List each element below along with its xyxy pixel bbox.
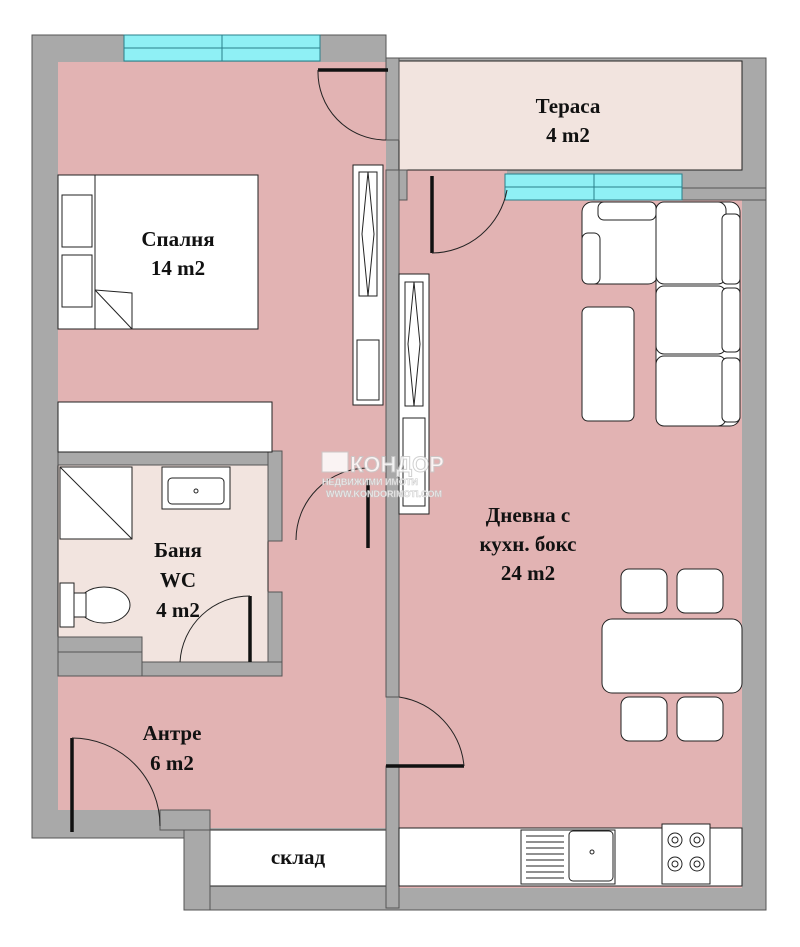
interior-walls	[57, 57, 767, 911]
wall-living-left	[385, 169, 400, 698]
windows	[123, 34, 683, 201]
bedroom-furniture	[57, 164, 384, 453]
bedroom-area: 14 m2	[151, 256, 205, 280]
storage-name: склад	[271, 845, 326, 869]
watermark: КОНДОР НЕДВИЖИМИ ИМОТИ WWW.KONDORIMOTI.C…	[321, 451, 444, 499]
watermark-tagline: НЕДВИЖИМИ ИМОТИ	[322, 477, 418, 487]
wall-bath-corner	[57, 651, 143, 677]
living-name: Дневна с	[486, 503, 570, 527]
wall-bath-bottom	[141, 661, 283, 677]
bathroom-area: 4 m2	[156, 598, 200, 622]
chair-1	[620, 568, 668, 614]
pillow-bottom	[61, 254, 93, 308]
drawer-bedroom	[356, 339, 380, 401]
bedroom-name: Спалня	[141, 227, 214, 251]
watermark-url: WWW.KONDORIMOTI.COM	[326, 489, 442, 499]
logo-icon	[321, 451, 349, 473]
living-name2: кухн. бокс	[479, 532, 576, 556]
wall-bath-right	[267, 450, 283, 542]
wall-storage-left	[159, 809, 211, 831]
wall-living-left-lower	[385, 765, 400, 909]
terrace-area: 4 m2	[546, 123, 590, 147]
bathroom-name2: WC	[160, 568, 196, 592]
coffee-table	[581, 306, 635, 422]
wardrobe	[57, 401, 273, 453]
hall-right-floor	[282, 462, 386, 828]
bathroom-name: Баня	[154, 538, 202, 562]
pillow-top	[61, 194, 93, 248]
wall-terrace-bottom-mid	[430, 188, 507, 200]
dining-table	[601, 618, 743, 694]
drawer-living	[402, 417, 426, 507]
chair-4	[676, 696, 724, 742]
wall-terrace-bottom	[398, 169, 408, 201]
living-furniture	[398, 201, 743, 887]
toilet-tank	[59, 582, 75, 628]
hall-name: Антре	[143, 721, 202, 745]
doors	[70, 68, 508, 832]
watermark-brand: КОНДОР	[350, 452, 444, 477]
chair-2	[676, 568, 724, 614]
living-area: 24 m2	[501, 561, 555, 585]
hall-area: 6 m2	[150, 751, 194, 775]
wall-bath-top	[57, 450, 283, 466]
wall-corridor	[385, 57, 400, 141]
bathroom-fixtures	[59, 466, 231, 628]
stove	[661, 823, 711, 885]
terrace-name: Тераса	[536, 94, 601, 118]
wall-storage-left2	[183, 829, 211, 911]
chair-3	[620, 696, 668, 742]
room-labels: Тераса 4 m2 Спалня 14 m2 Баня WC 4 m2 Дн…	[141, 94, 600, 869]
storage-floor	[209, 829, 387, 887]
